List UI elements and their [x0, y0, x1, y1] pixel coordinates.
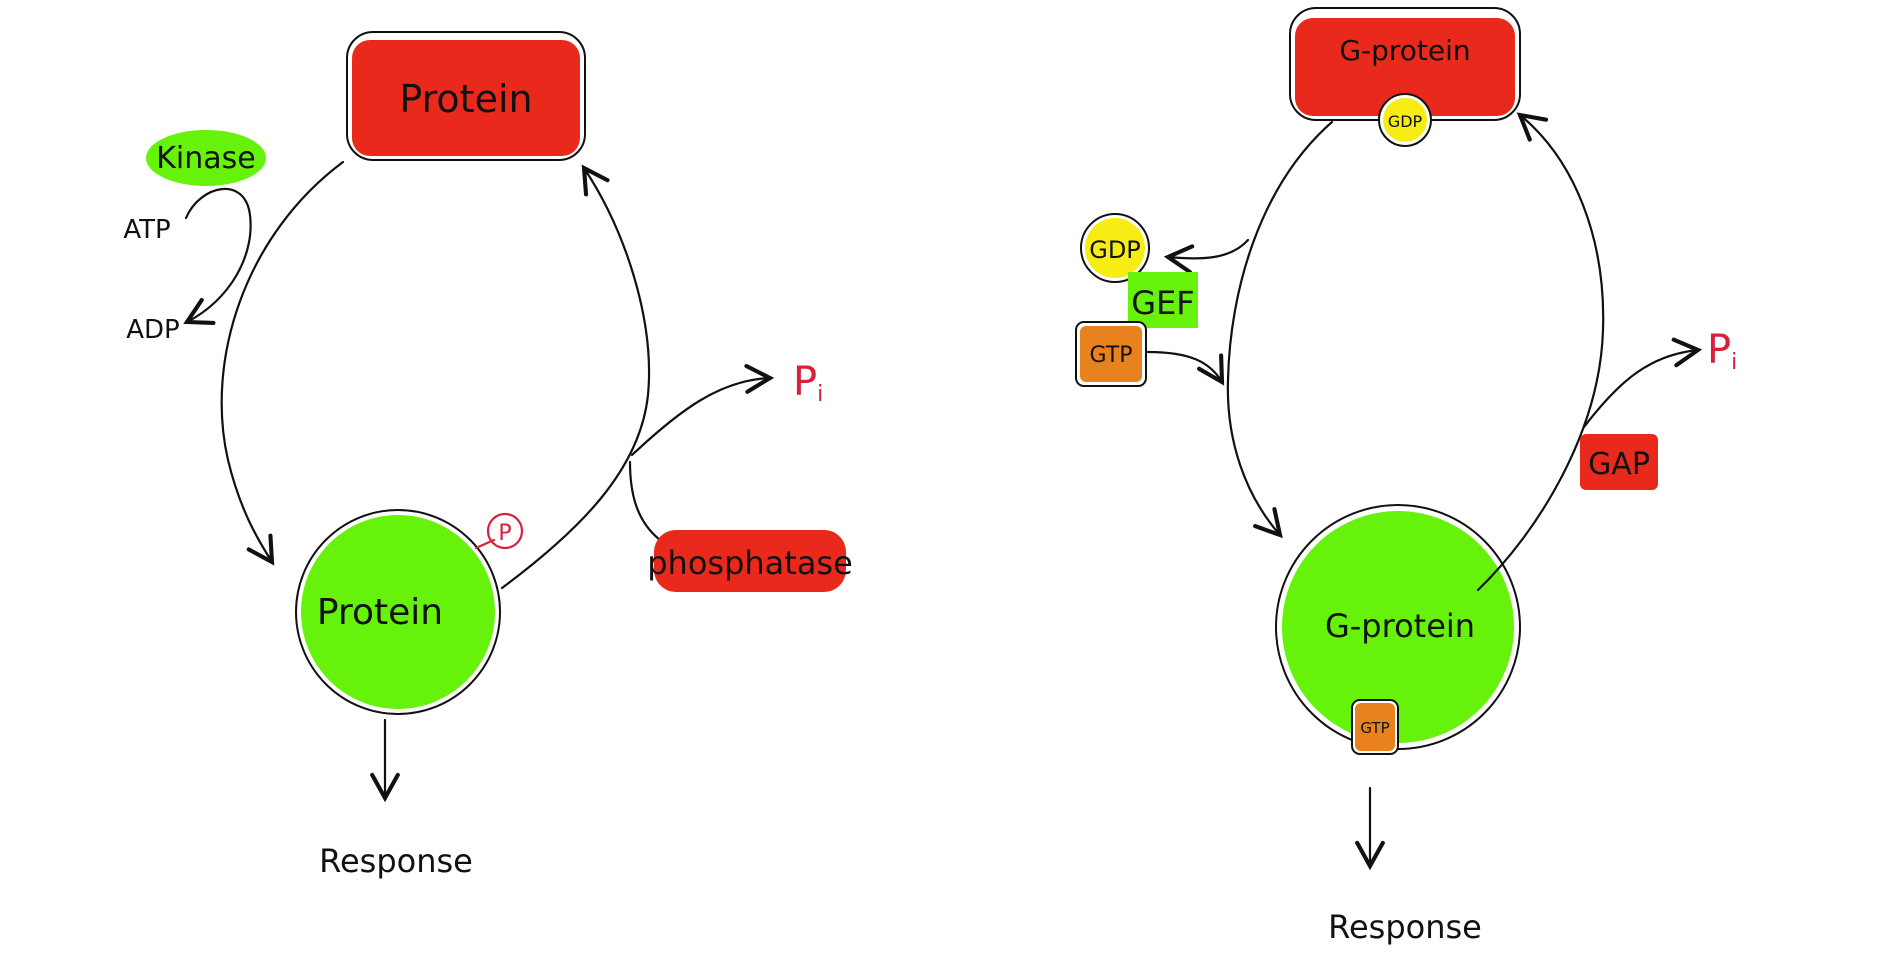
- released-gdp-label: GDP: [1089, 236, 1141, 264]
- bound-gdp-label: GDP: [1388, 112, 1423, 131]
- right-gprotein-cycle: G-protein GDP GDP GEF GTP: [1075, 7, 1737, 946]
- kinase-badge: Kinase: [146, 130, 266, 186]
- left-pi-release-arrow: [630, 364, 775, 457]
- incoming-gtp-box: GTP: [1075, 321, 1147, 387]
- inactive-gprotein-box: G-protein: [1289, 7, 1521, 121]
- active-gprotein-label: G-protein: [1325, 607, 1475, 645]
- bound-gtp-box: GTP: [1351, 699, 1399, 755]
- incoming-gtp-label: GTP: [1090, 343, 1133, 368]
- adp-label: ADP: [126, 315, 180, 345]
- right-pi-release-arrow: [1582, 337, 1703, 429]
- released-gdp-circle: GDP: [1080, 213, 1150, 283]
- atp-to-adp-arrow: [183, 187, 252, 325]
- right-pi-label: Pi: [1707, 327, 1737, 375]
- phosphorylation-arrow: [220, 160, 345, 566]
- incoming-gtp-fill: [1080, 326, 1142, 382]
- left-response-label: Response: [319, 842, 473, 880]
- hydrolysis-arrow: [1476, 112, 1605, 592]
- bound-gdp-circle: GDP: [1378, 93, 1432, 147]
- active-protein-fill: [301, 515, 495, 709]
- released-gdp-fill: [1085, 218, 1145, 278]
- kinase-label: Kinase: [156, 141, 256, 176]
- gtp-binding-arrow: [1146, 350, 1225, 386]
- active-gprotein-fill: [1282, 511, 1514, 743]
- bound-gtp-label: GTP: [1360, 719, 1389, 737]
- gap-fill: [1580, 434, 1658, 490]
- inactive-protein-box: Protein: [346, 31, 586, 161]
- activation-arrow: [1226, 120, 1334, 539]
- gap-label: GAP: [1588, 447, 1650, 482]
- gap-badge: GAP: [1580, 434, 1658, 490]
- inactive-gprotein-fill: [1295, 18, 1515, 116]
- gdp-release-arrow: [1163, 238, 1250, 274]
- gef-badge: GEF: [1128, 272, 1198, 328]
- gef-fill: [1128, 272, 1198, 328]
- dephosphorylation-arrow: [500, 164, 651, 590]
- kinase-fill: [146, 130, 266, 186]
- phosphate-group: P: [486, 512, 524, 550]
- gef-label: GEF: [1131, 284, 1194, 322]
- atp-label: ATP: [123, 215, 170, 245]
- inactive-gprotein-label: G-protein: [1339, 34, 1470, 67]
- bound-gdp-fill: [1383, 98, 1427, 142]
- left-pi-label: Pi: [793, 359, 823, 407]
- active-protein-circle: Protein: [295, 509, 501, 715]
- right-response-label: Response: [1328, 908, 1482, 946]
- phosphate-label: P: [498, 521, 511, 546]
- bound-gtp-fill: [1355, 703, 1395, 751]
- active-gprotein-circle: G-protein: [1275, 504, 1521, 750]
- left-kinase-cycle: Protein Kinase ATP ADP Protein P Pi: [123, 31, 853, 880]
- active-protein-label: Protein: [317, 592, 443, 633]
- inactive-protein-fill: [352, 40, 580, 156]
- phosphatase-label: phosphatase: [647, 544, 853, 582]
- inactive-protein-label: Protein: [399, 77, 532, 121]
- phosphatase-fill: [654, 530, 846, 592]
- phosphatase-badge: phosphatase: [647, 530, 853, 592]
- phosphatase-connector: [628, 460, 662, 542]
